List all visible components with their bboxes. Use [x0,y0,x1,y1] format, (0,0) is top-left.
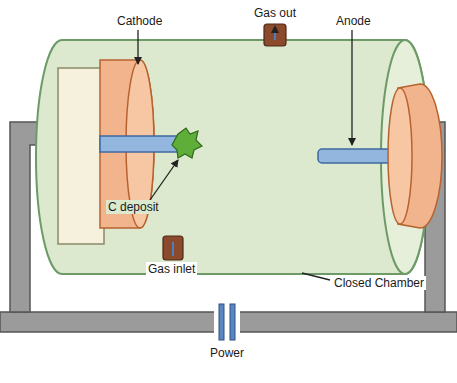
leader-lines [138,30,352,280]
part-label: Cathode [115,14,164,28]
part-label: Closed Chamber [332,276,426,290]
end-plate [58,68,104,244]
gas-inlet-port [163,236,183,260]
part-label: Power [208,346,246,360]
part-label: Anode [334,14,373,28]
gas-out-port [264,24,286,46]
cathode-rod [100,136,182,152]
carbon-deposit [172,128,202,158]
closed-chamber [36,40,429,274]
power-source [214,304,240,340]
anode-rod [318,149,394,163]
anode-disk [388,84,442,228]
port-label: Gas inlet [146,262,197,276]
part-label: C deposit [106,200,161,214]
port-label: Gas out [252,6,298,20]
